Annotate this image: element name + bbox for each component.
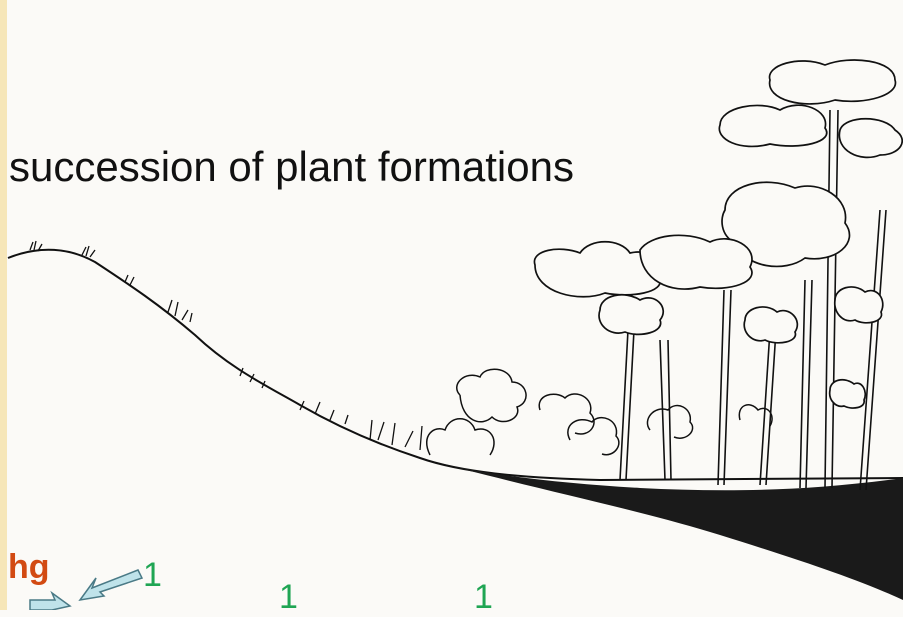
marker-label-2: 1 — [279, 578, 298, 617]
hg-label: hg — [8, 548, 50, 587]
tree-crowns — [534, 60, 902, 408]
grass-tufts — [30, 241, 422, 450]
marker-label-1: 1 — [143, 556, 162, 595]
diagram-title: succession of plant formations — [9, 143, 574, 191]
marker-label-3: 1 — [474, 578, 493, 617]
arrow-up-left-icon — [80, 570, 142, 600]
arrow-left-icon — [30, 593, 70, 610]
